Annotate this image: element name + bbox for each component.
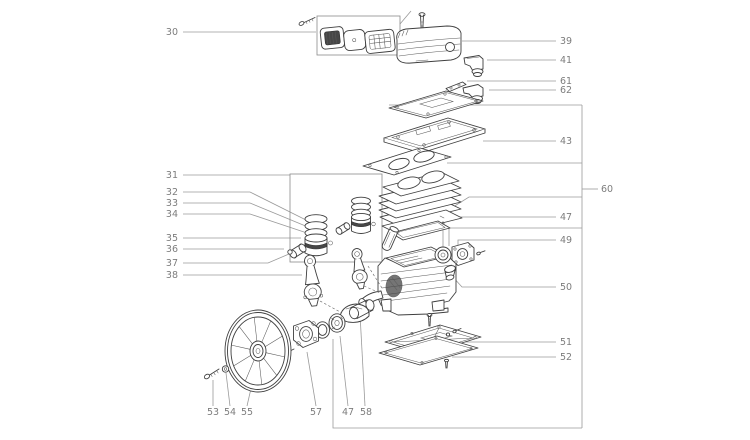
base-plate-screws xyxy=(444,328,462,369)
flywheel xyxy=(224,309,292,393)
head-top-gasket xyxy=(388,90,484,119)
callout-62: 62 xyxy=(560,85,572,96)
leader-58 xyxy=(359,313,366,407)
reed-valve-plate xyxy=(445,81,467,92)
callout-47-bottom: 47 xyxy=(342,407,354,418)
callout-31: 31 xyxy=(166,170,178,181)
callout-54: 54 xyxy=(224,407,236,418)
kit-bracket-60 xyxy=(332,104,598,429)
wrist-pin xyxy=(289,243,307,259)
outlet-elbow-fitting xyxy=(463,55,484,77)
assembly-line-dash-2 xyxy=(363,285,381,294)
callout-57: 57 xyxy=(310,407,322,418)
leader-32 xyxy=(183,191,307,221)
crankcase xyxy=(377,246,457,316)
callout-61: 61 xyxy=(560,76,572,87)
base-gasket xyxy=(378,335,479,366)
callout-38: 38 xyxy=(166,270,178,281)
flywheel-bolt xyxy=(203,368,220,380)
callout-49: 49 xyxy=(560,235,572,246)
piston-kit-piston xyxy=(351,212,376,234)
callout-36: 36 xyxy=(166,244,178,255)
filter-element xyxy=(343,29,367,52)
leader-34 xyxy=(183,213,311,235)
callout-33: 33 xyxy=(166,198,178,209)
callout-32: 32 xyxy=(166,187,178,198)
callout-34: 34 xyxy=(166,209,178,220)
air-filter-assembly xyxy=(319,26,396,54)
crankcase-bolt xyxy=(426,313,433,327)
callout-47-right: 47 xyxy=(560,212,572,223)
leader-box30-diagonal xyxy=(399,10,412,25)
callout-51: 51 xyxy=(560,337,572,348)
connecting-rod xyxy=(303,254,323,307)
callout-35: 35 xyxy=(166,233,178,244)
breather-plug xyxy=(444,265,456,281)
piston xyxy=(304,233,333,257)
leader-47-bottom xyxy=(339,335,349,407)
leader-57 xyxy=(306,351,317,407)
rear-bearing-cover xyxy=(451,242,475,266)
front-bearing xyxy=(328,313,346,333)
cover-screw xyxy=(476,250,486,256)
filter-cover-plate xyxy=(319,26,345,50)
valve-plate xyxy=(383,117,486,154)
leader-33 xyxy=(183,202,309,228)
callout-43: 43 xyxy=(560,136,572,147)
cylinder-head-gasket xyxy=(362,147,452,176)
cylinder-head xyxy=(396,25,462,64)
leader-50 xyxy=(451,275,556,288)
oil-seal xyxy=(315,321,330,339)
filter-screw xyxy=(298,17,316,26)
leader-54 xyxy=(225,372,231,407)
leader-37 xyxy=(183,253,290,264)
pin-retainer-clip xyxy=(287,249,293,255)
callout-52: 52 xyxy=(560,352,572,363)
callout-50: 50 xyxy=(560,282,572,293)
callout-53: 53 xyxy=(207,407,219,418)
callout-39: 39 xyxy=(560,36,572,47)
callout-30: 30 xyxy=(166,27,178,38)
callout-41: 41 xyxy=(560,55,572,66)
cylinder-block xyxy=(378,170,463,235)
callout-55: 55 xyxy=(241,407,253,418)
assembly-line-dash-1 xyxy=(319,300,343,314)
rear-bearing xyxy=(434,246,452,264)
callout-58: 58 xyxy=(360,407,372,418)
piston-kit-connecting-rod xyxy=(351,248,368,290)
crankshaft xyxy=(339,290,384,323)
oil-fill-tube xyxy=(381,226,399,251)
piston-kit-wrist-pin xyxy=(335,222,351,235)
callout-60: 60 xyxy=(601,184,613,195)
callout-labels: 30 31 32 33 34 35 36 37 38 53 54 55 57 4… xyxy=(166,27,613,418)
flywheel-washer xyxy=(221,365,230,373)
bearing-flange-plate xyxy=(293,320,319,348)
leader-47-right xyxy=(442,216,556,247)
filter-base-plate xyxy=(364,28,396,54)
flywheel-spokes xyxy=(231,317,285,385)
callout-37: 37 xyxy=(166,258,178,269)
cylinder-base-gasket xyxy=(390,220,451,241)
